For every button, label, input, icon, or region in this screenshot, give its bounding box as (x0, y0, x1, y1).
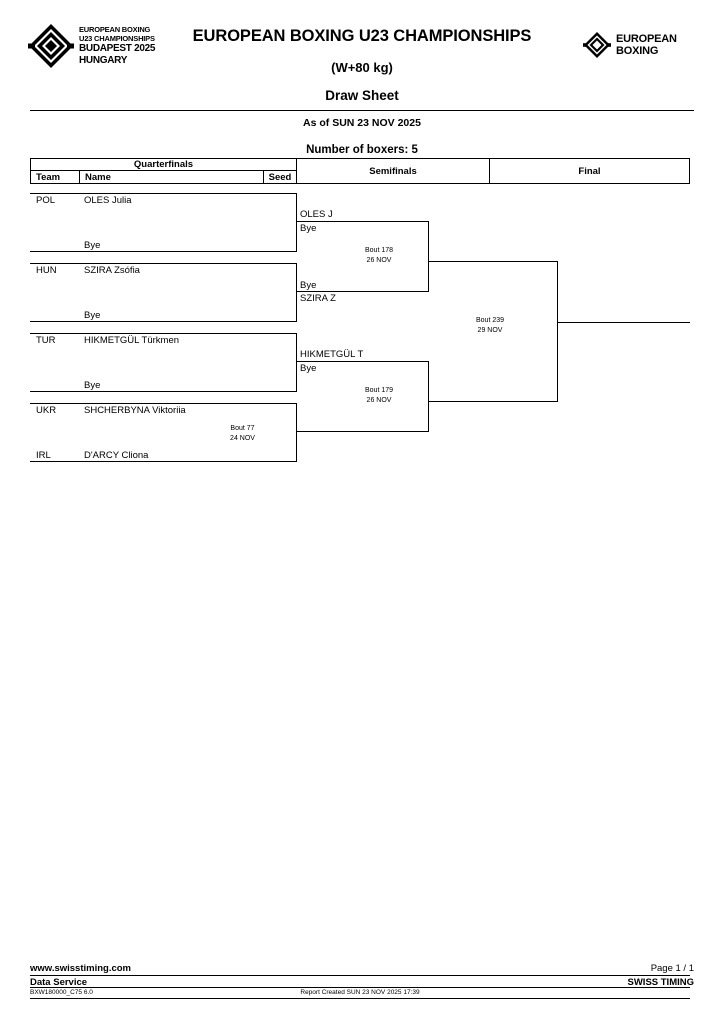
sf1-bout-number: Bout 178 (364, 247, 394, 254)
qf1-top-team: POL (36, 195, 56, 206)
footer-divider-bottom (30, 987, 690, 988)
report-created-timestamp: Report Created SUN 23 NOV 2025 17:39 (300, 989, 420, 996)
qf3-top-line (30, 333, 296, 334)
footer-divider-top (30, 975, 690, 976)
boxers-count: Number of boxers: 5 (306, 144, 418, 156)
sf2-bout-date: 26 NOV (366, 397, 392, 405)
qf4-bout-date: 24 NOV (230, 435, 255, 443)
header-divider (30, 110, 694, 111)
document-code: BXW180000_C75 6.0 (30, 989, 93, 996)
event-logo-left-text: EUROPEAN BOXING U23 CHAMPIONSHIPS BUDAPE… (79, 25, 155, 68)
swisstiming-link[interactable]: www.swisstiming.com (30, 963, 132, 974)
qf4-top-team: UKR (36, 405, 57, 416)
qf4-bout-number: Bout 77 (230, 425, 255, 432)
round-header-table: Quarterfinals Team Name Seed Semifinals … (30, 158, 690, 184)
sf1-bottom-name: Bye (300, 280, 317, 291)
winner-line (558, 322, 690, 323)
qf4-bottom-name: D'ARCY Cliona (84, 450, 149, 461)
logo-right-line1: EUROPEAN (616, 32, 677, 45)
sf1-bout-date: 26 NOV (366, 257, 392, 265)
qf1-top-name: OLES Julia (84, 195, 132, 206)
qf4-bout-info: Bout 77 24 NOV (200, 424, 285, 444)
page-number: Page 1 / 1 (650, 963, 694, 974)
qf2-bottom-line (30, 321, 296, 322)
sf2-connector (428, 361, 429, 432)
logo-left-line3: BUDAPEST 2025 (79, 42, 156, 54)
as-of-date: As of SUN 23 NOV 2025 (303, 117, 421, 129)
final-connector (557, 261, 558, 402)
diamond-logo-icon (583, 31, 611, 59)
qf1-bottom-name: Bye (84, 240, 101, 251)
federation-logo-right: EUROPEAN BOXING (583, 28, 698, 62)
column-header-final: Final (489, 158, 690, 184)
final-bout-date: 29 NOV (477, 327, 503, 335)
document-type-title: Draw Sheet (325, 88, 399, 103)
qf4-top-line (30, 403, 296, 404)
sf2-top-second-name: Bye (300, 363, 317, 374)
final-bout-info: Bout 239 29 NOV (450, 316, 530, 336)
sf2-bout-info: Bout 179 26 NOV (340, 386, 418, 406)
qf3-bottom-name: Bye (84, 380, 101, 391)
sf1-bout-info: Bout 178 26 NOV (340, 246, 418, 266)
sf1-top-name: OLES J (300, 209, 333, 220)
swiss-timing-label: SWISS TIMING (627, 977, 695, 988)
qf4-bottom-team: IRL (36, 450, 51, 461)
page-title: EUROPEAN BOXING U23 CHAMPIONSHIPS (192, 27, 532, 45)
diamond-logo-icon (28, 23, 74, 69)
qf3-top-name: HIKMETGÜL Türkmen (84, 335, 180, 346)
qf1-top-line (30, 193, 296, 194)
qf3-bottom-line (30, 391, 296, 392)
sf1-top-line (297, 221, 428, 222)
logo-left-line4: HUNGARY (79, 55, 128, 67)
weight-class-subtitle: (W+80 kg) (331, 60, 393, 75)
sf2-bottom-line (297, 431, 428, 432)
sf2-top-name: HIKMETGÜL T (300, 349, 364, 360)
qf3-top-team: TUR (36, 335, 56, 346)
qf1-bottom-line (30, 251, 296, 252)
data-service-label: Data Service (30, 977, 88, 988)
qf1-connector (296, 193, 297, 252)
qf2-top-team: HUN (36, 265, 57, 276)
qf2-connector (296, 263, 297, 322)
sf2-bout-number: Bout 179 (364, 387, 394, 394)
event-logo-left: EUROPEAN BOXING U23 CHAMPIONSHIPS BUDAPE… (28, 20, 155, 72)
qf4-connector (296, 403, 297, 462)
logo-right-line2: BOXING (616, 45, 659, 57)
final-bout-number: Bout 239 (475, 317, 505, 324)
logo-left-line2: U23 CHAMPIONSHIPS (79, 33, 155, 43)
sf1-bottom-line (297, 291, 428, 292)
logo-left-line1: EUROPEAN BOXING (79, 24, 151, 34)
federation-logo-text: EUROPEAN BOXING (616, 33, 677, 58)
final-top-line (429, 261, 557, 262)
qf2-top-line (30, 263, 296, 264)
final-bottom-line (429, 401, 557, 402)
qf4-bottom-line (30, 461, 296, 462)
qf2-bottom-name: Bye (84, 310, 101, 321)
qf3-connector (296, 333, 297, 392)
sf1-bottom-second-name: SZIRA Z (300, 293, 336, 304)
sf1-top-second-name: Bye (300, 223, 317, 234)
footer-divider-code (30, 998, 690, 999)
qf4-top-name: SHCHERBYNA Viktoriia (84, 405, 186, 416)
qf2-top-name: SZIRA Zsófia (84, 265, 140, 276)
sf2-top-line (297, 361, 428, 362)
sf1-connector (428, 221, 429, 292)
